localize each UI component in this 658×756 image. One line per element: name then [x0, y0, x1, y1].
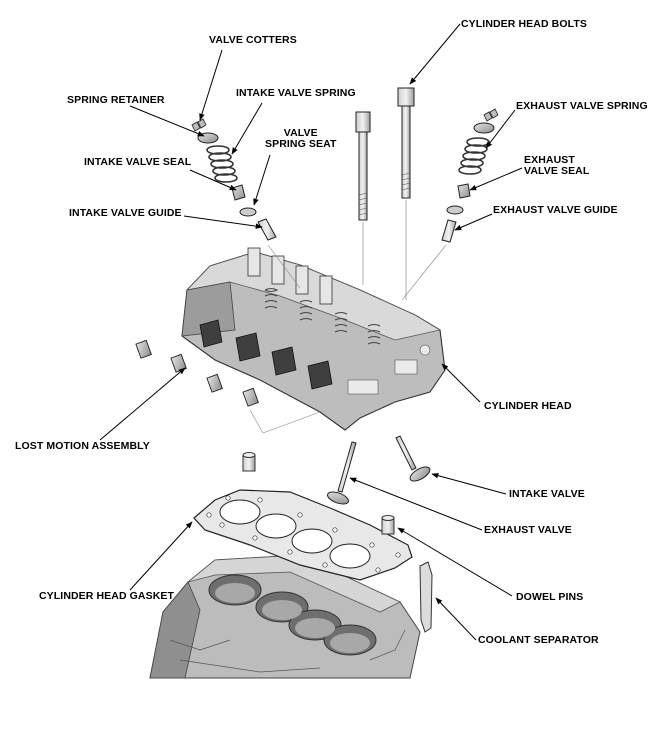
- intake-valve-components: [191, 118, 277, 241]
- label-cylinder-head: CYLINDER HEAD: [484, 400, 572, 412]
- dowel-pin-left: [242, 452, 256, 472]
- label-exhaust-valve-guide: EXHAUST VALVE GUIDE: [493, 204, 618, 216]
- exhaust-valve-part: [327, 441, 357, 505]
- coolant-separator-part: [419, 561, 433, 633]
- cylinder-head-gasket-part: [193, 489, 413, 581]
- label-cylinder-head-bolts: CYLINDER HEAD BOLTS: [461, 18, 587, 30]
- label-lost-motion-assembly: LOST MOTION ASSEMBLY: [15, 440, 150, 452]
- label-cylinder-head-gasket: CYLINDER HEAD GASKET: [39, 590, 175, 602]
- label-exhaust-valve-seal-line1: EXHAUST: [524, 154, 575, 166]
- label-valve-cotters: VALVE COTTERS: [209, 34, 297, 46]
- label-intake-valve-spring: INTAKE VALVE SPRING: [236, 87, 356, 99]
- label-spring-retainer: SPRING RETAINER: [67, 94, 165, 106]
- label-valve-spring-seat-line1: VALVE: [283, 127, 318, 139]
- assembly-guide-lines: [249, 244, 321, 434]
- label-exhaust-valve-seal-line2: VALVE SEAL: [524, 165, 590, 177]
- cylinder-head-part: [181, 247, 446, 431]
- label-exhaust-valve: EXHAUST VALVE: [484, 524, 572, 536]
- leader-arrows: [99, 23, 523, 641]
- intake-valve-part: [395, 435, 431, 482]
- label-exhaust-valve-spring: EXHAUST VALVE SPRING: [516, 100, 648, 112]
- label-intake-valve-guide: INTAKE VALVE GUIDE: [69, 207, 182, 219]
- label-dowel-pins: DOWEL PINS: [516, 591, 584, 603]
- exhaust-valve-components: [401, 108, 499, 301]
- engine-block: [149, 554, 421, 679]
- label-intake-valve: INTAKE VALVE: [509, 488, 585, 500]
- cylinder-head-bolts-parts: [355, 87, 415, 300]
- label-valve-spring-seat-line2: SPRING SEAT: [265, 138, 337, 150]
- label-exhaust-valve-seal: EXHAUST VALVE SEAL: [524, 155, 589, 177]
- label-valve-spring-seat: VALVE SPRING SEAT: [265, 128, 337, 150]
- label-coolant-separator: COOLANT SEPARATOR: [478, 634, 599, 646]
- label-intake-valve-seal: INTAKE VALVE SEAL: [84, 156, 192, 168]
- dowel-pin-right: [381, 515, 395, 535]
